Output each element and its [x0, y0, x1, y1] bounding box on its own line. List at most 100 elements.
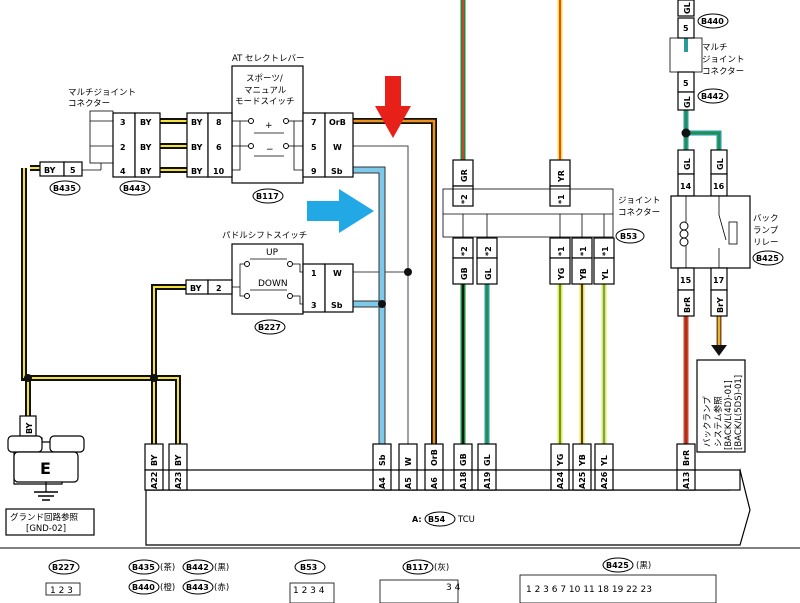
tcu-pin-label: A26 [600, 471, 609, 489]
tcu-pin-box [398, 469, 418, 491]
tcu-pin-label: A23 [174, 472, 183, 489]
tcu-pin-label: A19 [483, 471, 492, 489]
svg-text:*1: *1 [557, 246, 566, 256]
svg-text:GL: GL [683, 158, 692, 170]
svg-text:マニュアル: マニュアル [244, 86, 287, 96]
svg-text:5: 5 [311, 143, 317, 152]
svg-text:BrY: BrY [716, 297, 725, 313]
multi-joint-right: GL B440 5 5 GL マルチ ジョイント コネクター B442 [669, 0, 745, 111]
svg-text:5: 5 [70, 166, 76, 175]
svg-text:UP: UP [266, 248, 279, 258]
connector-b54: B54 [428, 515, 446, 524]
svg-text:14: 14 [680, 182, 692, 191]
tcu-pin-label: A18 [459, 471, 468, 489]
svg-text:3: 3 [311, 301, 317, 310]
tcu-pin-box [372, 469, 392, 491]
connector-b435-group: BY 5 B435 [39, 161, 101, 196]
svg-text:1 2 3: 1 2 3 [50, 586, 73, 596]
tcu-pin-box [572, 469, 592, 491]
svg-text:ジョイント: ジョイント [702, 55, 745, 65]
legend-b443: B443 [186, 583, 209, 592]
svg-text:*1: *1 [579, 246, 588, 256]
svg-text:YB: YB [579, 268, 588, 281]
tcu-pin-box [676, 469, 696, 491]
backlamp-relay: GL GL 14 16 15 17 BrR BrY バック ランプ リレー B4… [670, 149, 784, 317]
svg-text:*2: *2 [484, 246, 493, 256]
tcu-pin-box [594, 469, 614, 491]
tcu-name: TCU [457, 515, 475, 525]
svg-text:Sb: Sb [331, 301, 343, 310]
wire-orb [353, 118, 437, 470]
svg-text:4: 4 [120, 167, 126, 176]
svg-text:(橙): (橙) [160, 582, 175, 593]
legend-b442: B442 [186, 563, 209, 572]
tcu-pin-label: A22 [150, 472, 159, 489]
tcu-pin-box [424, 469, 444, 491]
tcu-block: A: B54 TCU [145, 468, 751, 546]
svg-text:BY: BY [190, 284, 202, 293]
tcu-pin-label: A24 [556, 471, 565, 489]
multi-joint-left: マルチジョイント コネクター 3 2 4 BY BY BY B443 [68, 88, 161, 196]
svg-text:モードスイッチ: モードスイッチ [235, 97, 295, 107]
svg-text:リレー: リレー [753, 238, 779, 248]
legend-b227: B227 [52, 563, 75, 572]
connector-b53: B53 [620, 232, 637, 241]
svg-text:15: 15 [680, 276, 692, 285]
svg-text:GR: GR [460, 169, 469, 182]
connector-b440: B440 [701, 17, 724, 26]
svg-text:*2: *2 [460, 194, 469, 204]
connector-b442: B442 [701, 92, 724, 101]
svg-text:BY: BY [140, 118, 152, 127]
connector-b117: B117 [256, 192, 279, 201]
legend-b53: B53 [300, 563, 317, 572]
svg-text:5: 5 [683, 24, 689, 33]
wire-sb [352, 166, 386, 470]
svg-text:バックランプ: バックランプ [703, 396, 713, 447]
legend-b435: B435 [132, 563, 155, 572]
svg-text:GB: GB [460, 267, 469, 280]
svg-text:BY: BY [191, 167, 203, 176]
svg-text:(黒): (黒) [636, 561, 651, 571]
svg-text:3 4: 3 4 [446, 583, 461, 593]
svg-text:1: 1 [311, 269, 317, 278]
tcu-wire-code: YB [578, 454, 587, 467]
red-arrow [375, 76, 411, 138]
svg-text:7: 7 [311, 118, 317, 127]
tcu-pin-box [168, 469, 188, 491]
svg-text:6: 6 [216, 143, 222, 152]
backlamp-reference: バックランプ システム参照 [BACK/L(4D)-01] [BACK/L(5D… [696, 359, 746, 453]
svg-text:Sb: Sb [331, 167, 343, 176]
joint-connector-b53: GR YR *2 *1 *2 *2 *1 *1 *1 GB GL YG YB Y… [442, 159, 661, 285]
svg-text:9: 9 [311, 167, 317, 176]
tcu-pin-label: A6 [430, 477, 439, 489]
ground-label: E [40, 459, 51, 478]
svg-text:グランド回路参照: グランド回路参照 [10, 512, 79, 523]
svg-text:*1: *1 [601, 246, 610, 256]
svg-text:W: W [333, 269, 342, 278]
tcu-pin-box [477, 469, 497, 491]
tcu-pin-label: A4 [378, 477, 387, 489]
svg-text:GL: GL [683, 96, 692, 108]
svg-text:DOWN: DOWN [258, 279, 288, 289]
blue-arrow [307, 189, 374, 233]
svg-text:コネクター: コネクター [702, 67, 744, 77]
tcu-wire-code: YG [556, 454, 565, 467]
wire-yg-yb-yl [557, 258, 607, 470]
svg-text:BY: BY [191, 143, 203, 152]
svg-text:バック: バック [753, 214, 779, 224]
connector-b435: B435 [53, 184, 76, 193]
svg-text:システム参照: システム参照 [713, 396, 724, 447]
svg-text:BY: BY [191, 118, 203, 127]
svg-text:17: 17 [713, 276, 724, 285]
svg-text:[BACK/L(5DS)-01]: [BACK/L(5DS)-01] [734, 375, 744, 450]
svg-text:YR: YR [557, 170, 566, 183]
svg-text:1 2 3 6 7 10 11 18 19: 1 2 3 6 7 10 11 18 19 22 23 [526, 585, 652, 595]
paddle-shift-switch: パドルシフトスイッチ BY 2 UP DOWN 1 3 W Sb B227 [185, 231, 354, 335]
svg-text:(黒): (黒) [214, 563, 229, 573]
multi-joint-left-title: マルチジョイント [68, 88, 136, 98]
svg-text:[BACK/L(4D)-01]: [BACK/L(4D)-01] [724, 380, 734, 450]
svg-text:OrB: OrB [329, 118, 346, 127]
svg-text:[GND-02]: [GND-02] [26, 524, 66, 534]
connector-legend: B227 1 2 3 B435 (茶) B442 (黒) B440 (橙) B4… [0, 547, 800, 603]
